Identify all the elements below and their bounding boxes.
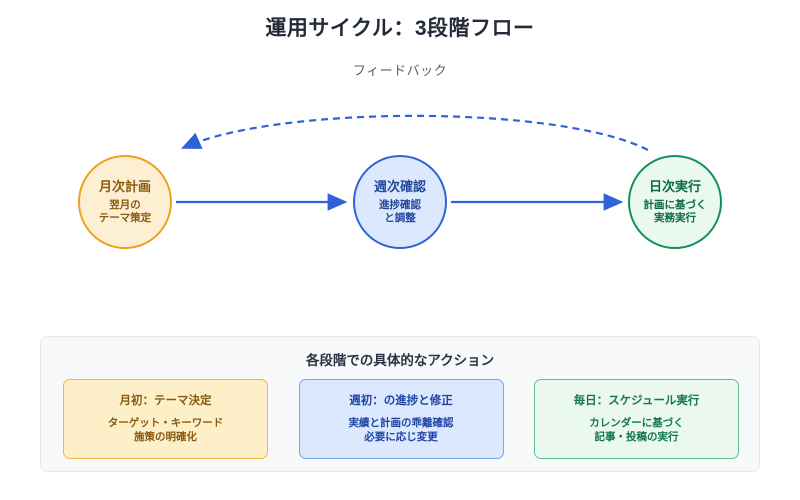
actions-panel: 各段階での具体的なアクション 月初：テーマ決定 ターゲット・キーワード 施策の明…	[40, 336, 760, 472]
action-card-check-line2: 必要に応じ変更	[364, 431, 438, 444]
flow-node-plan[interactable]: 月次計画 翌月の テーマ策定	[78, 155, 172, 249]
action-card-check-line1: 実績と計画の乖離確認	[348, 417, 454, 430]
action-card-plan-title: 月初：テーマ決定	[119, 394, 212, 407]
action-card-exec-title: 毎日：スケジュール実行	[573, 394, 700, 407]
flow-node-plan-title: 月次計画	[98, 179, 151, 195]
flow-node-plan-sub-line2: テーマ策定	[98, 211, 152, 224]
flow-node-check-sub-line2: と調整	[384, 211, 416, 224]
action-card-exec[interactable]: 毎日：スケジュール実行 カレンダーに基づく 記事・投稿の実行	[534, 379, 739, 459]
flow-node-plan-sub-line1: 翌月の	[109, 198, 141, 211]
actions-panel-heading: 各段階での具体的なアクション	[305, 353, 495, 368]
flow-node-check-title: 週次確認	[373, 179, 426, 195]
flow-node-check[interactable]: 週次確認 進捗確認 と調整	[353, 155, 447, 249]
action-card-exec-line1: カレンダーに基づく	[589, 417, 684, 430]
action-card-check[interactable]: 週初：の進捗と修正 実績と計画の乖離確認 必要に応じ変更	[298, 379, 504, 459]
connector-feedback-arc	[180, 114, 649, 151]
flow-node-exec-sub-line2: 実務実行	[654, 211, 696, 224]
action-card-exec-line2: 記事・投稿の実行	[594, 431, 679, 444]
action-card-plan[interactable]: 月初：テーマ決定 ターゲット・キーワード 施策の明確化	[63, 379, 268, 459]
flow-node-exec[interactable]: 日次実行 計画に基づく 実務実行	[628, 155, 722, 249]
flow-node-exec-sub-line1: 計画に基づく	[643, 198, 707, 211]
page-title: 運用サイクル：3段階フロー	[265, 17, 535, 40]
feedback-label: フィードバック	[352, 63, 448, 78]
flow-connectors-layer	[176, 114, 649, 211]
flow-node-exec-title: 日次実行	[648, 179, 701, 195]
action-card-check-title: 週初：の進捗と修正	[349, 394, 453, 407]
flow-node-check-sub-line1: 進捗確認	[379, 198, 421, 211]
action-card-plan-line1: ターゲット・キーワード	[107, 417, 224, 430]
action-card-plan-line2: 施策の明確化	[134, 431, 197, 444]
actions-card-row: 月初：テーマ決定 ターゲット・キーワード 施策の明確化 週初：の進捗と修正 実績…	[63, 379, 739, 459]
